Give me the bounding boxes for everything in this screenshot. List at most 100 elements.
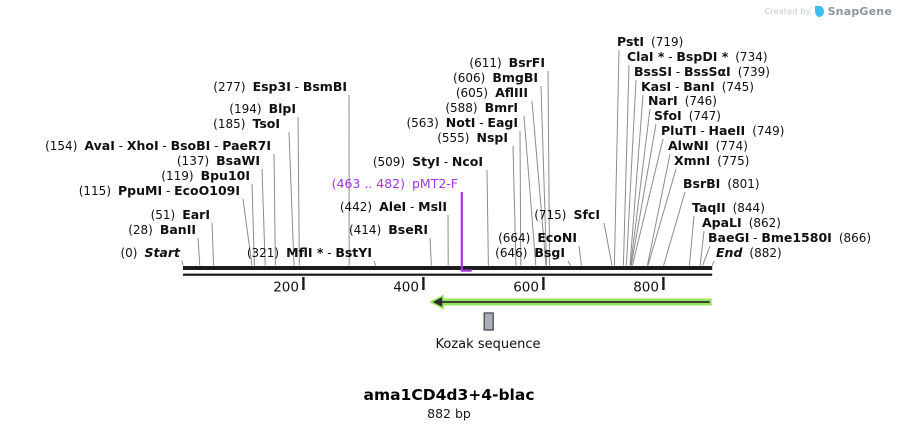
site-label[interactable]: (137)BsaWI	[177, 153, 260, 169]
enzyme-name: BsmBI	[302, 79, 347, 94]
site-position: (0)	[120, 246, 138, 260]
site-position: (801)	[727, 177, 760, 191]
enzyme-name: BspDI *	[676, 49, 729, 64]
enzyme-name: StyI	[412, 154, 440, 169]
site-position: (555)	[437, 131, 470, 145]
site-label[interactable]: (715)SfcI	[534, 208, 600, 223]
site-label[interactable]: BsrBI(801)	[683, 177, 760, 192]
site-label[interactable]: (588)BmrI	[445, 100, 518, 116]
leader-line	[273, 153, 276, 266]
enzyme-name: Bpu10I	[200, 168, 250, 183]
enzyme-name: PpuMI	[118, 183, 163, 198]
site-position: (739)	[737, 65, 770, 79]
site-label[interactable]: (115)PpuMI - EcoO109I	[78, 183, 240, 199]
site-label[interactable]: End(882)	[716, 246, 782, 261]
site-label[interactable]: KasI - BanI(745)	[641, 79, 754, 95]
site-position: (442)	[339, 200, 373, 214]
site-position: (775)	[717, 154, 750, 168]
primer-pmt2f-label[interactable]: (463 .. 482)pMT2-F	[332, 177, 458, 191]
enzyme-name: BsrFI	[508, 55, 545, 70]
leader-line	[630, 123, 657, 266]
enzyme-name: Esp3I	[252, 79, 291, 94]
site-position: (321)	[246, 246, 280, 260]
enzyme-name: KasI	[641, 79, 672, 94]
enzyme-name: AleI	[379, 199, 407, 214]
site-position: (509)	[372, 155, 406, 169]
site-label[interactable]: (555)NspI	[437, 131, 508, 146]
enzyme-name: TaqII	[692, 200, 726, 215]
site-label[interactable]: BaeGI - Bme1580I(866)	[708, 230, 872, 246]
leader-line	[261, 168, 266, 266]
site-label[interactable]: (194)BlpI	[229, 102, 296, 117]
site-label[interactable]: (563)NotI - EagI	[406, 115, 518, 131]
site-label[interactable]: (277)Esp3I - BsmBI	[213, 79, 347, 95]
plasmid-name: ama1CD4d3+4-blac	[363, 386, 535, 404]
site-label[interactable]: (185)TsoI	[213, 116, 280, 132]
enzyme-name: EcoO109I	[174, 183, 240, 198]
site-label[interactable]: TaqII(844)	[692, 200, 765, 216]
site-label[interactable]: ClaI * - BspDI *(734)	[627, 49, 768, 65]
site-label[interactable]: (442)AleI - MslI	[339, 199, 447, 215]
site-label[interactable]: (611) BsrFI	[469, 55, 545, 71]
kozak-box[interactable]	[483, 312, 494, 331]
enzyme-name: AlwNI	[668, 138, 709, 153]
site-label[interactable]: XmnI (775)	[674, 153, 750, 169]
site-label[interactable]: (509)StyI - NcoI	[372, 154, 483, 170]
site-label[interactable]: (321)MflI * - BstYI	[246, 245, 372, 261]
site-label[interactable]: (119)Bpu10I	[161, 168, 250, 184]
enzyme-name: BstYI	[335, 245, 372, 260]
ruler-tick-label: 600	[513, 280, 539, 296]
site-label[interactable]: (646)BsgI	[495, 246, 565, 261]
leader-line	[540, 85, 548, 266]
site-label[interactable]: ApaLI(862)	[702, 215, 781, 231]
leader-line	[512, 145, 517, 266]
enzyme-name: XmnI	[674, 153, 711, 168]
enzyme-name: BmgBI	[492, 70, 538, 85]
enzyme-name: NcoI	[451, 154, 483, 169]
site-label[interactable]: NarI(746)	[648, 94, 717, 109]
sequence-bar[interactable]	[183, 266, 713, 270]
site-label[interactable]: AlwNI (774)	[668, 138, 748, 154]
site-position: (414)	[348, 223, 382, 237]
site-label[interactable]: (414) BseRI	[348, 222, 428, 238]
site-position: (115)	[78, 184, 112, 198]
enzyme-name: BsaWI	[216, 153, 260, 168]
enzyme-name: BmrI	[484, 100, 518, 115]
site-label[interactable]: PluTI - HaeII(749)	[661, 123, 785, 139]
site-position: (719)	[651, 35, 684, 49]
site-label[interactable]: (154)AvaI - XhoI - BsoBI - PaeR7I	[45, 138, 271, 154]
leader-line	[373, 260, 377, 266]
site-label[interactable]: (605)AflIII	[456, 86, 528, 101]
site-position: (745)	[721, 80, 754, 94]
enzyme-name: EcoNI	[537, 230, 577, 245]
enzyme-name: AvaI	[84, 138, 115, 153]
enzyme-name: TsoI	[252, 116, 280, 131]
primer-bracket[interactable]	[460, 192, 472, 272]
leader-line	[622, 64, 630, 266]
enzyme-name: PluTI	[661, 123, 697, 138]
site-label[interactable]: SfoI (747)	[654, 108, 721, 124]
leader-line	[631, 138, 664, 266]
site-label[interactable]: PstI(719)	[617, 35, 684, 50]
leader-line	[702, 245, 711, 266]
enzyme-name: BanII	[159, 222, 196, 237]
site-position: (747)	[688, 109, 721, 123]
site-label[interactable]: (0)Start	[120, 246, 180, 261]
site-label[interactable]: (28)BanII	[128, 222, 196, 238]
site-label[interactable]: (664)EcoNI	[498, 230, 577, 246]
enzyme-name: SfoI	[654, 108, 682, 123]
enzyme-name: ApaLI	[702, 215, 742, 230]
site-position: (774)	[715, 139, 748, 153]
enzyme-name: MflI *	[286, 245, 324, 260]
leader-line	[629, 94, 644, 266]
site-position: (611)	[469, 56, 502, 70]
ruler-tick	[662, 277, 665, 290]
site-label[interactable]: (606)BmgBI	[453, 70, 538, 86]
site-label[interactable]: BssSI - BssSαI(739)	[634, 64, 770, 80]
enzyme-name: MslI	[418, 199, 447, 214]
ruler-tick-label: 800	[633, 280, 659, 296]
leader-line	[613, 49, 620, 266]
site-label[interactable]: (51)EarI	[151, 208, 210, 223]
leader-line	[181, 260, 184, 266]
enzyme-name: BseRI	[388, 222, 428, 237]
